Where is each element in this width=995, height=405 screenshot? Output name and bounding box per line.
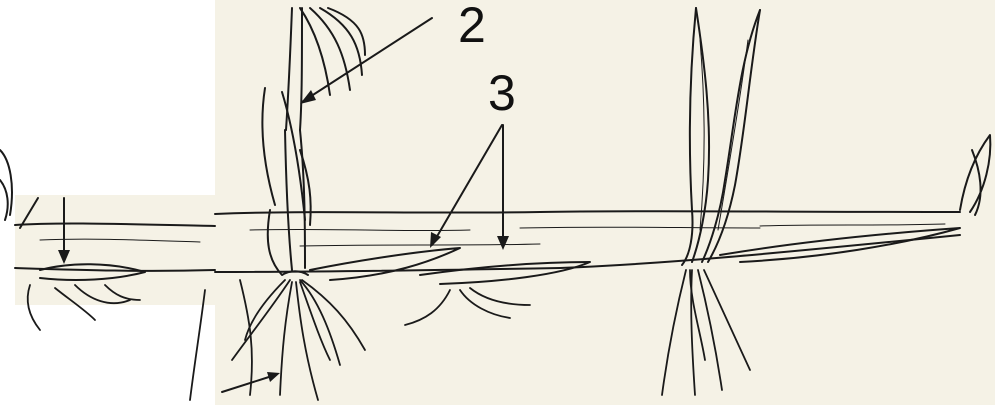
- aerial-shoot-right: [682, 8, 760, 265]
- label-2: 2: [458, 0, 486, 50]
- aerial-shoot-left: [262, 8, 365, 275]
- roots: [28, 270, 750, 400]
- pointer-arrows: [20, 18, 503, 392]
- label-3: 3: [488, 68, 516, 118]
- rhizome-stem: [0, 135, 990, 284]
